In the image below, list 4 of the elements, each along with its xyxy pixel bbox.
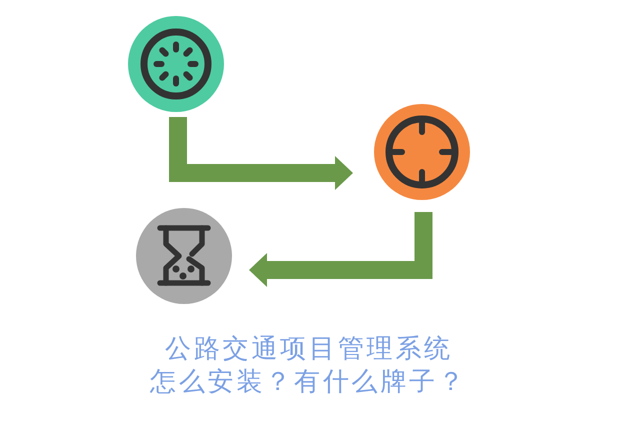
crosshair-icon — [374, 104, 470, 200]
loading-icon — [128, 16, 224, 112]
hourglass-icon — [136, 208, 232, 304]
title: 公路交通项目管理系统怎么安装？有什么牌子？ — [150, 333, 468, 398]
